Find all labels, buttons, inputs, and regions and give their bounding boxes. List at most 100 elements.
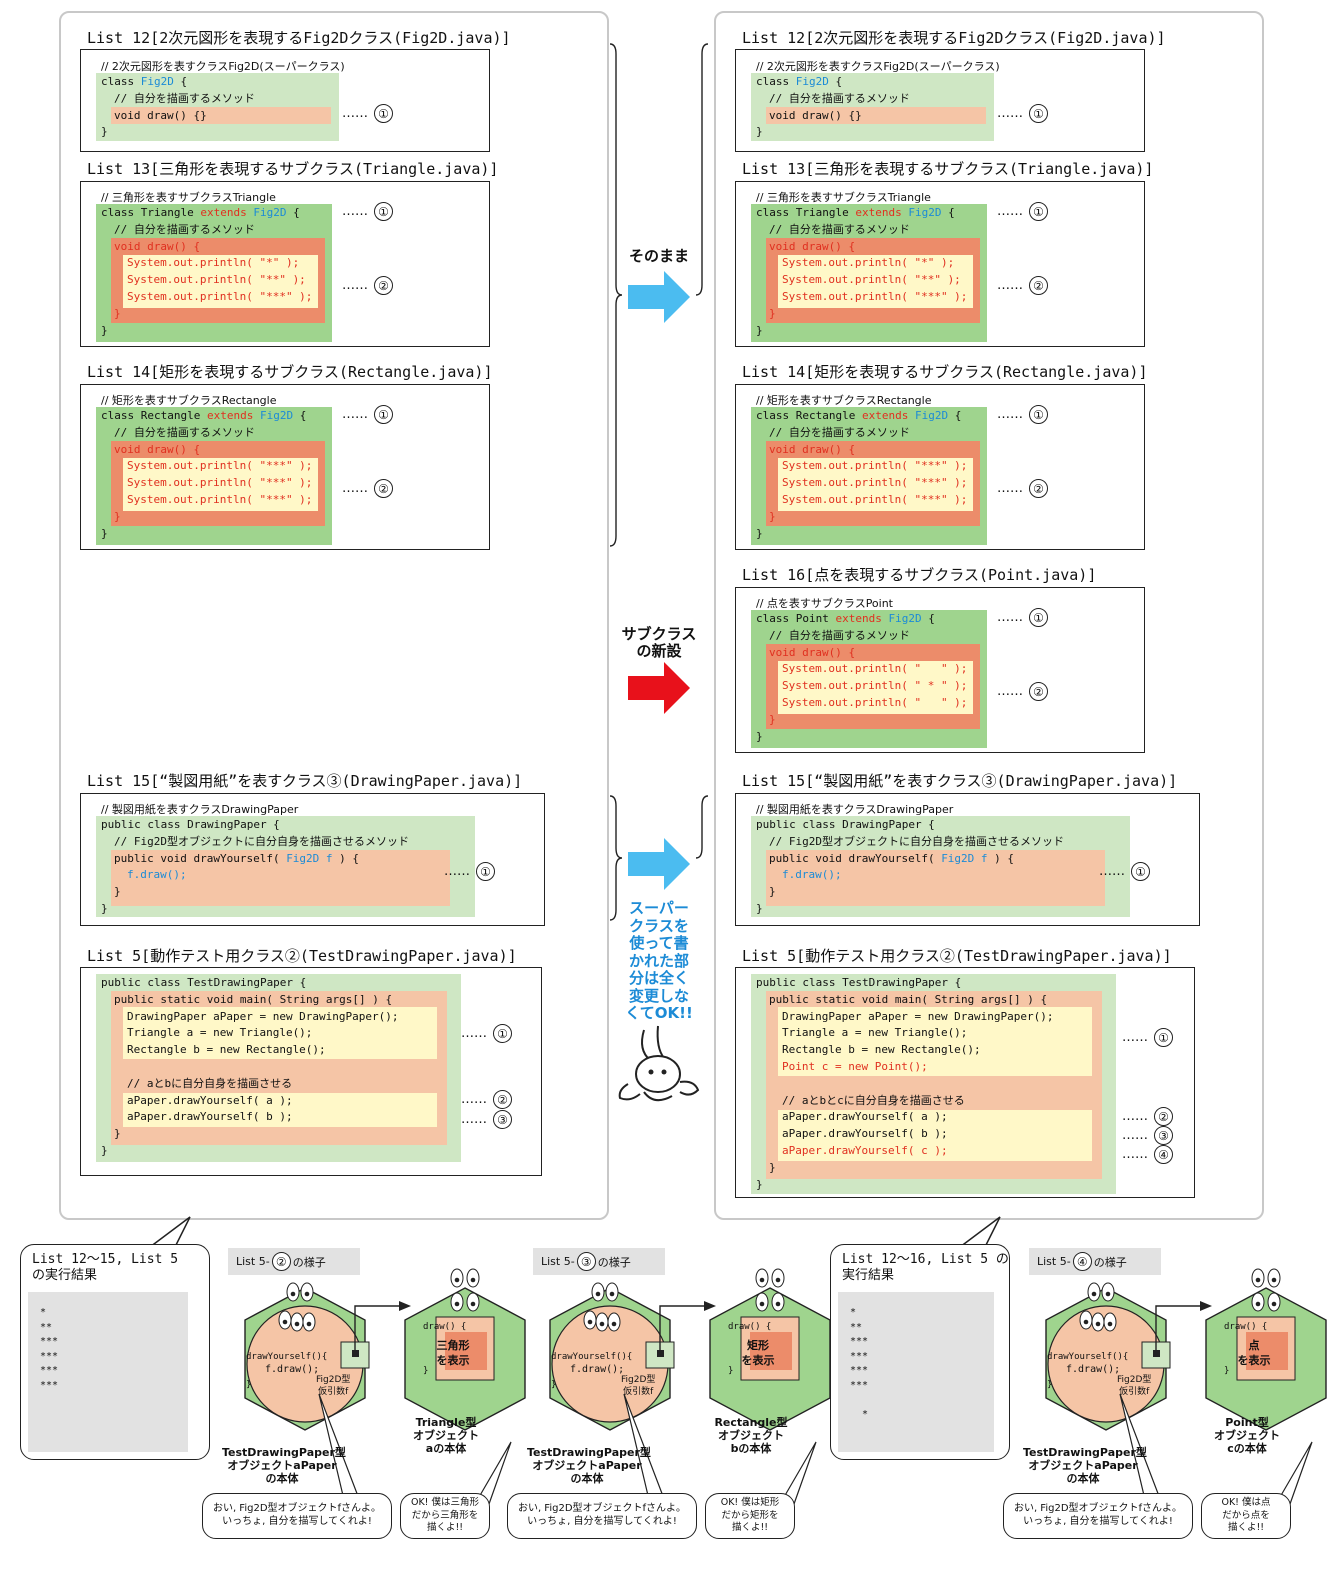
code-line: class Rectangle extends Fig2D { — [756, 408, 967, 425]
code-line: } — [756, 125, 763, 139]
pupil — [759, 1301, 765, 1307]
pupil — [470, 1277, 476, 1283]
step-marker: …… ③ — [1122, 1126, 1173, 1145]
pupil — [587, 1319, 593, 1325]
code-line: System.out.println( "***" ); — [782, 289, 968, 303]
code-line: void draw() { — [769, 645, 856, 659]
speech-bubble-target — [705, 1493, 795, 1539]
pupil — [1095, 1321, 1101, 1327]
code-line: System.out.println( "***" ); — [127, 492, 313, 506]
list13-title: List 13[三角形を表現するサブクラス(Triangle.java)] — [742, 160, 1154, 178]
tag-text: List 5- — [541, 1255, 575, 1268]
superclass-name: Fig2D — [140, 75, 174, 88]
pupil — [609, 1291, 615, 1297]
code-line: aPaper.drawYourself( a ); — [127, 1093, 293, 1107]
method-code: drawYourself(){ — [551, 1352, 633, 1362]
dots-leader: …… — [997, 278, 1023, 293]
code-line: f.draw(); — [127, 868, 187, 882]
pupil — [599, 1321, 605, 1327]
body-block — [123, 1093, 437, 1127]
code-token: public void drawYourself( — [769, 851, 942, 865]
step-marker: ……① — [444, 862, 495, 881]
callout-tail — [149, 1216, 191, 1248]
pupil — [1107, 1321, 1113, 1327]
method-code: } — [551, 1380, 557, 1390]
step-marker: ……② — [997, 479, 1048, 498]
speech-bubble-caller — [1003, 1493, 1193, 1539]
superclass-name: Fig2D — [908, 206, 942, 219]
rabbit-ears — [641, 1025, 665, 1061]
code-line: class Fig2D { — [756, 74, 910, 91]
reference-arrow-line — [1155, 1305, 1200, 1350]
pupil — [454, 1277, 460, 1283]
body-block — [778, 255, 973, 308]
step-number-circle: ② — [1029, 479, 1048, 498]
code-line: } — [114, 885, 121, 899]
step-number-circle: ① — [1029, 405, 1048, 424]
dots-leader: …… — [342, 407, 368, 422]
step-marker: ……① — [997, 608, 1048, 627]
code-line: void draw() { — [114, 239, 201, 253]
step-number-circle: ④ — [1072, 1252, 1092, 1271]
code-comment: // 自分を描画するメソッド — [114, 222, 255, 236]
body-block — [778, 661, 973, 714]
speech-bubble-caller — [507, 1493, 697, 1539]
tag-text: の様子 — [597, 1255, 631, 1269]
list14-comment: // 矩形を表すサブクラスRectangle — [756, 394, 932, 407]
code-line: void draw() {} — [769, 108, 862, 122]
step-number-circle: ② — [1154, 1107, 1173, 1126]
tag-text: の様子 — [292, 1255, 326, 1269]
code-line: public void drawYourself( Fig2D f ) { — [756, 851, 1064, 868]
step-number-circle: ③ — [1154, 1126, 1173, 1145]
step-number-circle: ① — [1029, 202, 1048, 221]
step-number-circle: ① — [374, 104, 393, 123]
list16-comment: // 点を表すサブクラスPoint — [756, 597, 894, 610]
pupil — [470, 1301, 476, 1307]
target-object-label: Rectangle型 オブジェクト bの本体 — [714, 1416, 788, 1455]
speech-text-target: OK! 僕は点 だから点を 描くよ!! — [1221, 1497, 1271, 1533]
list15-comment: // 製図用紙を表すクラスDrawingPaper — [101, 803, 299, 816]
param-f-dot — [657, 1350, 664, 1357]
blue-arrow-unchanged — [628, 271, 690, 323]
method-block — [766, 107, 986, 124]
step-number-circle: ① — [493, 1024, 512, 1043]
speech-text-caller: おい, Fig2D型オブジェクトfさんよ。 いっちょ, 自分を描写してくれよ! — [517, 1503, 687, 1527]
rabbit-eye — [661, 1069, 667, 1075]
superclass-name: Fig2D — [253, 206, 287, 219]
code-comment: // 自分を描画するメソッド — [114, 91, 255, 105]
paper-object-label: TestDrawingPaper型 オブジェクトaPaper の本体 — [222, 1446, 346, 1485]
code-line: Triangle a = new Triangle(); — [127, 1026, 313, 1040]
scene-1-graphic — [549, 1268, 831, 1505]
dots-leader: …… — [1122, 1147, 1148, 1162]
code-line: } — [114, 306, 121, 320]
target-body-text: 三角形 を表示 — [436, 1339, 470, 1367]
pupil — [1271, 1277, 1277, 1283]
list15-title: List 15[“製図用紙”を表すクラス③(DrawingPaper.java)… — [742, 772, 1178, 790]
rabbit-mascot-icon — [618, 1025, 700, 1102]
speech-tail — [1119, 1393, 1163, 1505]
tag-text: List 5- — [1037, 1255, 1071, 1268]
speech-text-target: OK! 僕は矩形 だから矩形を 描くよ!! — [720, 1497, 780, 1533]
list13-comment: // 三角形を表すサブクラスTriangle — [756, 191, 931, 204]
brace-left-top — [609, 43, 623, 547]
dots-leader: …… — [997, 204, 1023, 219]
code-line: } — [769, 1160, 776, 1174]
dots-leader: …… — [1122, 1128, 1148, 1143]
body-block — [778, 458, 973, 511]
draw-body-box — [445, 1332, 487, 1370]
list12-title: List 12[2次元図形を表現するFig2Dクラス(Fig2D.java)] — [87, 29, 511, 47]
paper-object-label: TestDrawingPaper型 オブジェクトaPaper の本体 — [1023, 1446, 1147, 1485]
step-number-circle: ③ — [576, 1252, 596, 1271]
code-line: } — [101, 901, 108, 915]
extends-keyword: extends — [855, 206, 909, 219]
code-line: } — [769, 509, 776, 523]
brace-right-bottom — [695, 795, 709, 859]
method-block — [766, 850, 1105, 906]
code-line: DrawingPaper aPaper = new DrawingPaper()… — [782, 1009, 1054, 1023]
speech-tail — [318, 1393, 362, 1505]
method-code: drawYourself(){ — [1047, 1352, 1129, 1362]
arrow-head — [704, 1301, 716, 1311]
code-comment: // 自分を描画するメソッド — [769, 91, 910, 105]
extends-keyword: extends — [200, 206, 254, 219]
